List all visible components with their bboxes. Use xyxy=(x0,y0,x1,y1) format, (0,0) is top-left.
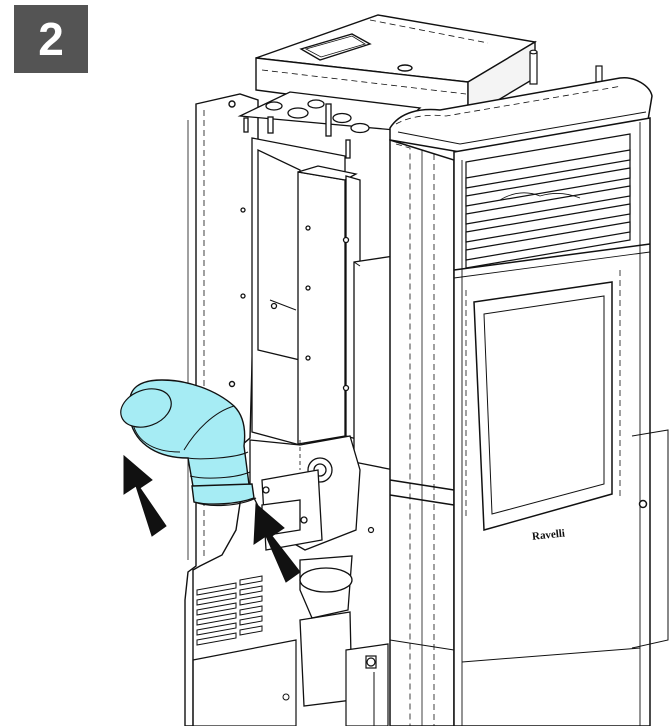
side-vent-louvres xyxy=(192,575,297,726)
stove-top-lid xyxy=(389,77,653,153)
stove-front-body xyxy=(389,138,455,726)
top-posts xyxy=(529,49,603,85)
top-control-box xyxy=(255,14,537,120)
lower-access-hatch xyxy=(345,526,389,726)
front-grille-louvres xyxy=(465,133,631,269)
inner-chassis xyxy=(240,137,395,471)
flue-duct-elbow xyxy=(120,379,257,507)
arrow-up-right-icon xyxy=(253,502,301,583)
step-number-badge: 2 xyxy=(14,5,88,73)
top-frame-plate xyxy=(237,91,422,159)
stove-glass-door xyxy=(465,270,621,531)
combustion-fan-area xyxy=(249,435,361,707)
stove-brand-label: Ravelli xyxy=(531,527,565,542)
arrow-up-right-icon xyxy=(123,454,167,537)
